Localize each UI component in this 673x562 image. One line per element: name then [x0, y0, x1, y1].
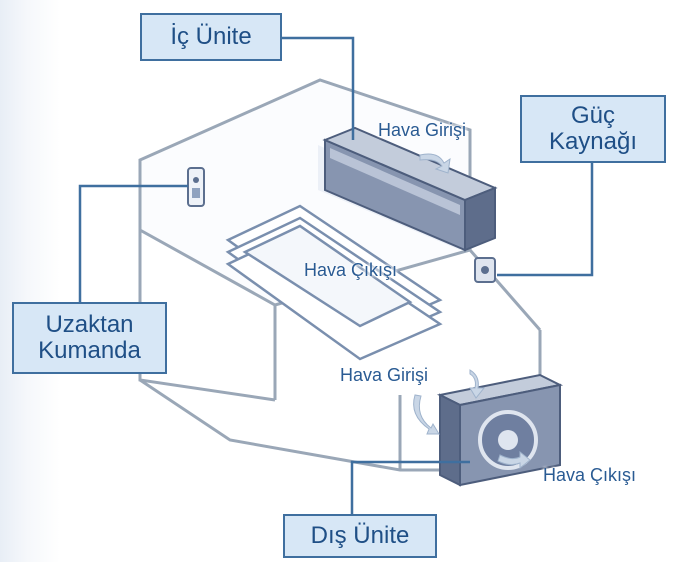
remote-control-label-box: Uzaktan Kumanda: [12, 302, 167, 374]
sofa: [225, 204, 443, 361]
indoor-unit-label-box: İç Ünite: [140, 13, 282, 61]
power-supply-label-line2: Kaynağı: [548, 128, 638, 155]
power-socket-device: [474, 257, 496, 283]
airflow-arrows: [413, 153, 531, 470]
outdoor-air-outlet-label: Hava Çıkışı: [543, 465, 637, 485]
leader-lines: [78, 36, 594, 518]
remote-control-label-line2: Kumanda: [38, 337, 141, 364]
outdoor-unit-label: Dış Ünite: [310, 522, 410, 549]
indoor-unit-device: [318, 126, 498, 252]
indoor-air-outlet-label: Hava Çıkışı: [304, 260, 398, 280]
outdoor-air-inlet-label: Hava Girişi: [340, 365, 429, 385]
indoor-air-inlet-label: Hava Girişi: [378, 120, 467, 140]
outdoor-unit-device: [436, 373, 564, 487]
remote-control-label-line1: Uzaktan: [45, 311, 134, 338]
room-walls: [138, 78, 542, 472]
outdoor-unit-label-box: Dış Ünite: [283, 514, 437, 558]
power-supply-label-line1: Güç: [570, 102, 615, 129]
indoor-unit-label: İç Ünite: [170, 23, 252, 50]
power-supply-label-box: Güç Kaynağı: [520, 95, 666, 163]
remote-control-device: [187, 167, 205, 207]
